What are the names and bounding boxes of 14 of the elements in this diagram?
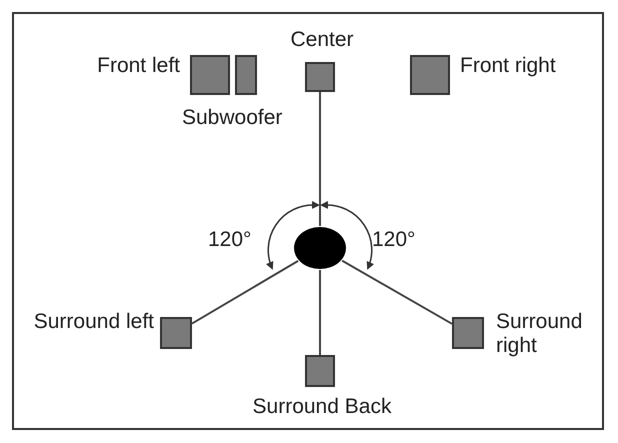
speaker-label: Surround left	[32, 310, 154, 334]
speaker-label: Surround Back	[252, 395, 392, 419]
connector-line	[192, 260, 299, 324]
speaker-label: Subwoofer	[182, 106, 284, 130]
angle-label: 120°	[208, 228, 252, 252]
connector-line	[342, 260, 452, 325]
speaker-label: Center	[289, 28, 355, 52]
speaker-label: Front left	[96, 54, 180, 78]
connector-line	[319, 92, 321, 226]
angle-label: 120°	[372, 228, 416, 252]
connector-line	[319, 270, 321, 355]
listener-head	[293, 226, 347, 270]
speaker-label: Surround right	[496, 310, 584, 358]
speaker-label: Front right	[460, 54, 557, 78]
